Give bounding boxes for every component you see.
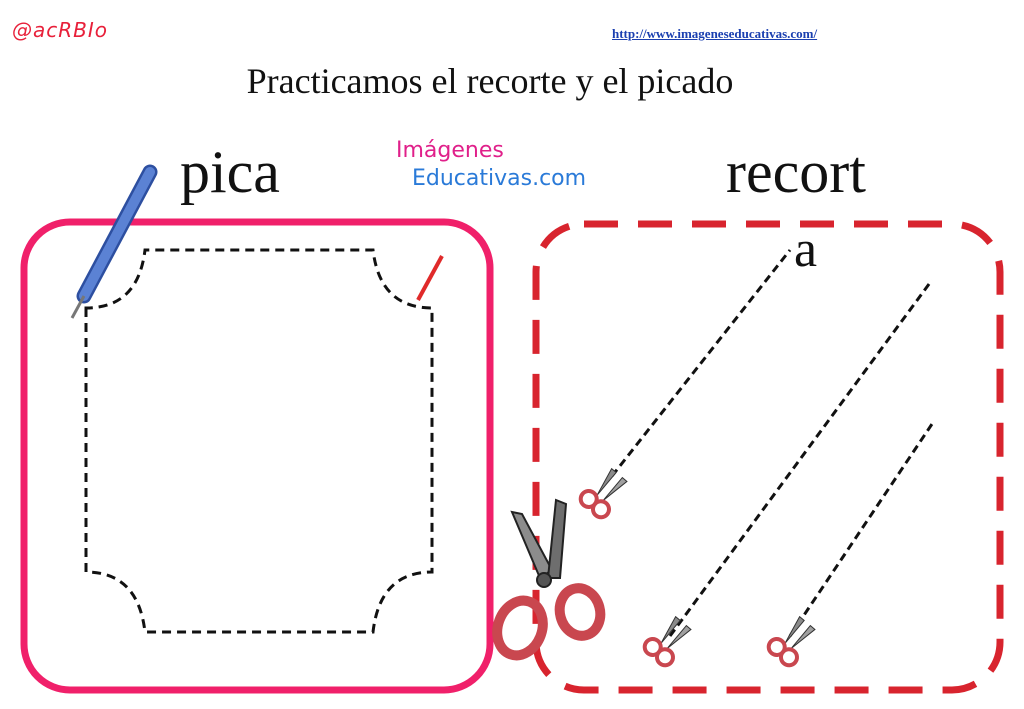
brand-signature: @acRBIo — [12, 18, 109, 42]
website-link[interactable]: http://www.imageneseducativas.com/ — [612, 26, 818, 41]
scissors-icon — [578, 467, 628, 520]
scissors-icon — [766, 615, 816, 668]
cut-line-1 — [610, 249, 792, 477]
pencil-icon — [70, 164, 158, 319]
label-a: a — [794, 221, 818, 278]
logo-line-2: Educativas.com — [412, 166, 587, 191]
imageneseducativas-logo: Imágenes Educativas.com — [396, 138, 606, 198]
pica-frame — [20, 218, 494, 694]
logo-line-1: Imágenes — [396, 138, 504, 163]
label-pica: pica — [180, 139, 280, 205]
scissors-icon — [642, 615, 692, 668]
cut-line-3 — [788, 423, 934, 637]
label-recort: recort — [726, 139, 866, 205]
scissors-icon — [492, 498, 606, 661]
cut-line-2 — [668, 279, 934, 637]
page-title: Practicamos el recorte y el picado — [246, 61, 734, 101]
pica-red-mark — [416, 255, 444, 301]
recorta-frame — [532, 220, 1004, 694]
pica-dashed-shape — [84, 248, 434, 634]
